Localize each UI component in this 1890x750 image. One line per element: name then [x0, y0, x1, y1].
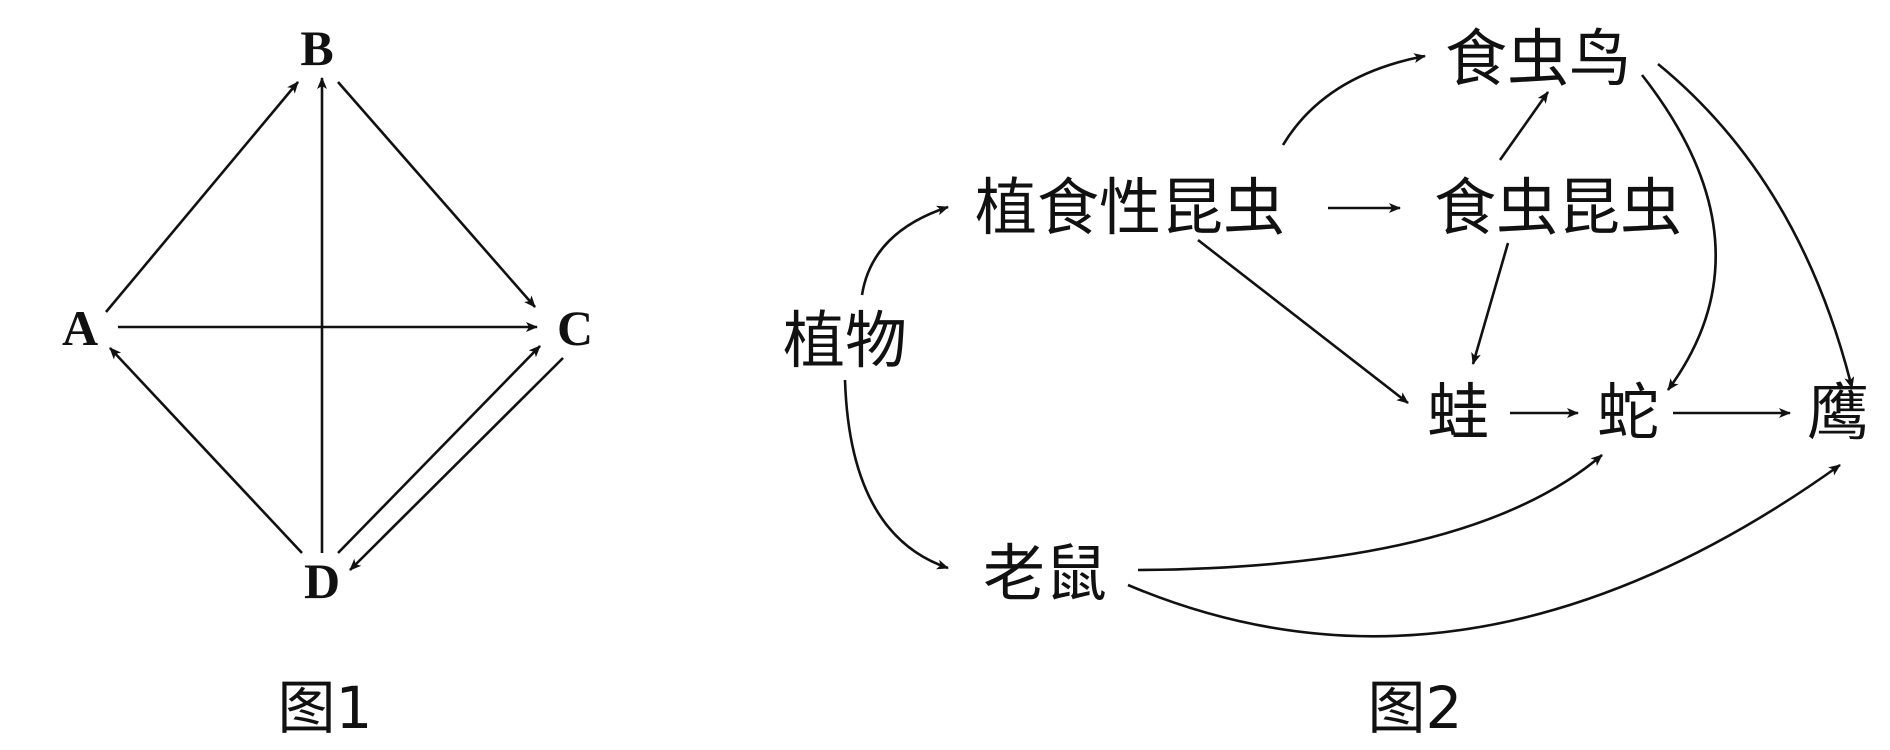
node-insectivore-insect: 食虫昆虫: [1434, 171, 1682, 244]
edge-a-to-b: [105, 81, 299, 313]
node-b: B: [300, 20, 333, 76]
edge-plant-to-herbivore-insect: [860, 205, 949, 296]
edge-mouse-to-snake: [1137, 454, 1603, 572]
edge-d-to-a: [109, 347, 303, 554]
node-d: D: [304, 553, 340, 609]
figure-2-caption: 图2: [1368, 674, 1463, 742]
node-eagle: 鹰: [1807, 376, 1869, 449]
node-insectivore-bird: 食虫鸟: [1445, 22, 1631, 95]
node-mouse: 老鼠: [983, 537, 1107, 610]
edge-d-to-c: [337, 345, 541, 554]
node-frog: 蛙: [1427, 376, 1489, 449]
edge-herbivore-insect-to-insectivore-bird: [1281, 53, 1426, 146]
node-a: A: [62, 300, 98, 356]
edge-herbivore-insect-to-frog: [1197, 238, 1409, 405]
edge-mouse-to-eagle: [1127, 463, 1841, 638]
edge-c-to-d: [349, 357, 564, 571]
figure-1-caption: 图1: [278, 674, 373, 742]
edge-plant-to-mouse: [843, 379, 949, 570]
edge-insectivore-insect-to-insectivore-bird: [1498, 91, 1550, 161]
figure-2: 植物 植食性昆虫 食虫昆虫 食虫鸟 蛙 蛇 鹰 老鼠 图2: [783, 22, 1869, 742]
node-herbivore-insect: 植食性昆虫: [975, 171, 1285, 244]
node-snake: 蛇: [1597, 376, 1659, 449]
edge-b-to-c: [337, 81, 536, 308]
figure-1: B A C D 图1: [62, 20, 593, 742]
edge-insectivore-bird-to-snake: [1640, 74, 1717, 391]
node-plant: 植物: [783, 304, 907, 377]
edge-insectivore-insect-to-frog: [1471, 242, 1510, 365]
node-c: C: [557, 300, 593, 356]
edge-insectivore-bird-to-eagle: [1657, 62, 1855, 389]
